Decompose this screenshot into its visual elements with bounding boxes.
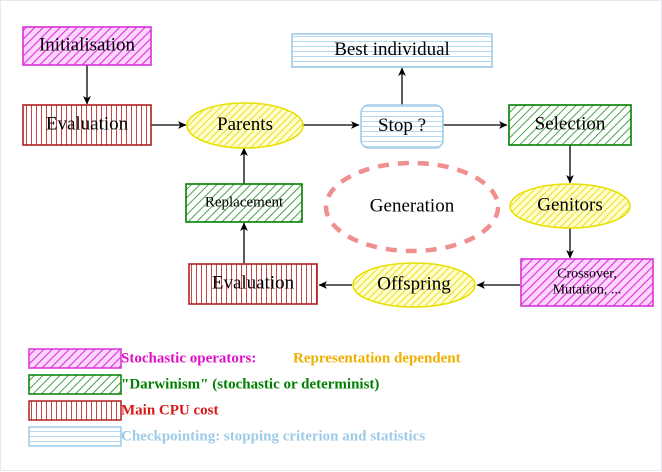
node-label-crossover: Crossover, xyxy=(557,267,617,282)
node-label-stop: Stop ? xyxy=(378,115,426,136)
node-label-crossover: Mutation, ... xyxy=(553,283,622,298)
legend-swatch-stochastic xyxy=(28,348,122,369)
legend-text-checkpoint: Checkpointing: stopping criterion and st… xyxy=(121,428,425,444)
legend-item-checkpoint: Checkpointing: stopping criterion and st… xyxy=(28,426,425,447)
legend-swatch-cpu xyxy=(28,400,122,421)
node-label-offspring: Offspring xyxy=(377,273,451,294)
node-label-replacement: Replacement xyxy=(205,194,284,210)
node-label-initialisation: Initialisation xyxy=(39,34,136,55)
node-crossover[interactable]: Crossover,Mutation, ... xyxy=(520,258,654,307)
node-label-genitors: Genitors xyxy=(537,194,602,215)
legend-text-cpu: Main CPU cost xyxy=(121,402,219,418)
edges-layer xyxy=(83,65,574,289)
legend-text-darwinism: "Darwinism" (stochastic or determinist) xyxy=(121,376,379,392)
node-best-individual[interactable]: Best individual xyxy=(291,33,493,68)
node-offspring[interactable]: Offspring xyxy=(352,262,476,308)
legend-item-cpu: Main CPU cost xyxy=(28,400,219,421)
node-selection[interactable]: Selection xyxy=(508,104,632,146)
node-stop[interactable]: Stop ? xyxy=(360,104,444,149)
node-genitors[interactable]: Genitors xyxy=(509,183,631,229)
node-label-selection: Selection xyxy=(535,113,606,134)
legend-text-stochastic: Stochastic operators: xyxy=(121,350,256,366)
node-parents[interactable]: Parents xyxy=(186,102,304,149)
legend-item-stochastic: Stochastic operators: Representation depe… xyxy=(28,348,461,369)
node-initialisation[interactable]: Initialisation xyxy=(22,26,152,66)
node-generation[interactable]: Generation xyxy=(323,160,501,254)
legend-item-darwinism: "Darwinism" (stochastic or determinist) xyxy=(28,374,379,395)
node-label-evaluation-bot: Evaluation xyxy=(212,272,295,293)
node-label-evaluation-top: Evaluation xyxy=(46,113,129,134)
legend-layer: Stochastic operators: Representation depe… xyxy=(28,348,461,447)
node-label-generation: Generation xyxy=(370,195,455,216)
node-replacement[interactable]: Replacement xyxy=(185,183,303,223)
node-evaluation-top[interactable]: Evaluation xyxy=(22,104,152,146)
node-evaluation-bot[interactable]: Evaluation xyxy=(188,263,318,305)
legend-swatch-darwinism xyxy=(28,374,122,395)
legend-text2-stochastic: Representation dependent xyxy=(293,350,461,366)
node-label-parents: Parents xyxy=(217,114,273,135)
node-label-best-individual: Best individual xyxy=(334,39,450,60)
legend-swatch-checkpoint xyxy=(28,426,122,447)
